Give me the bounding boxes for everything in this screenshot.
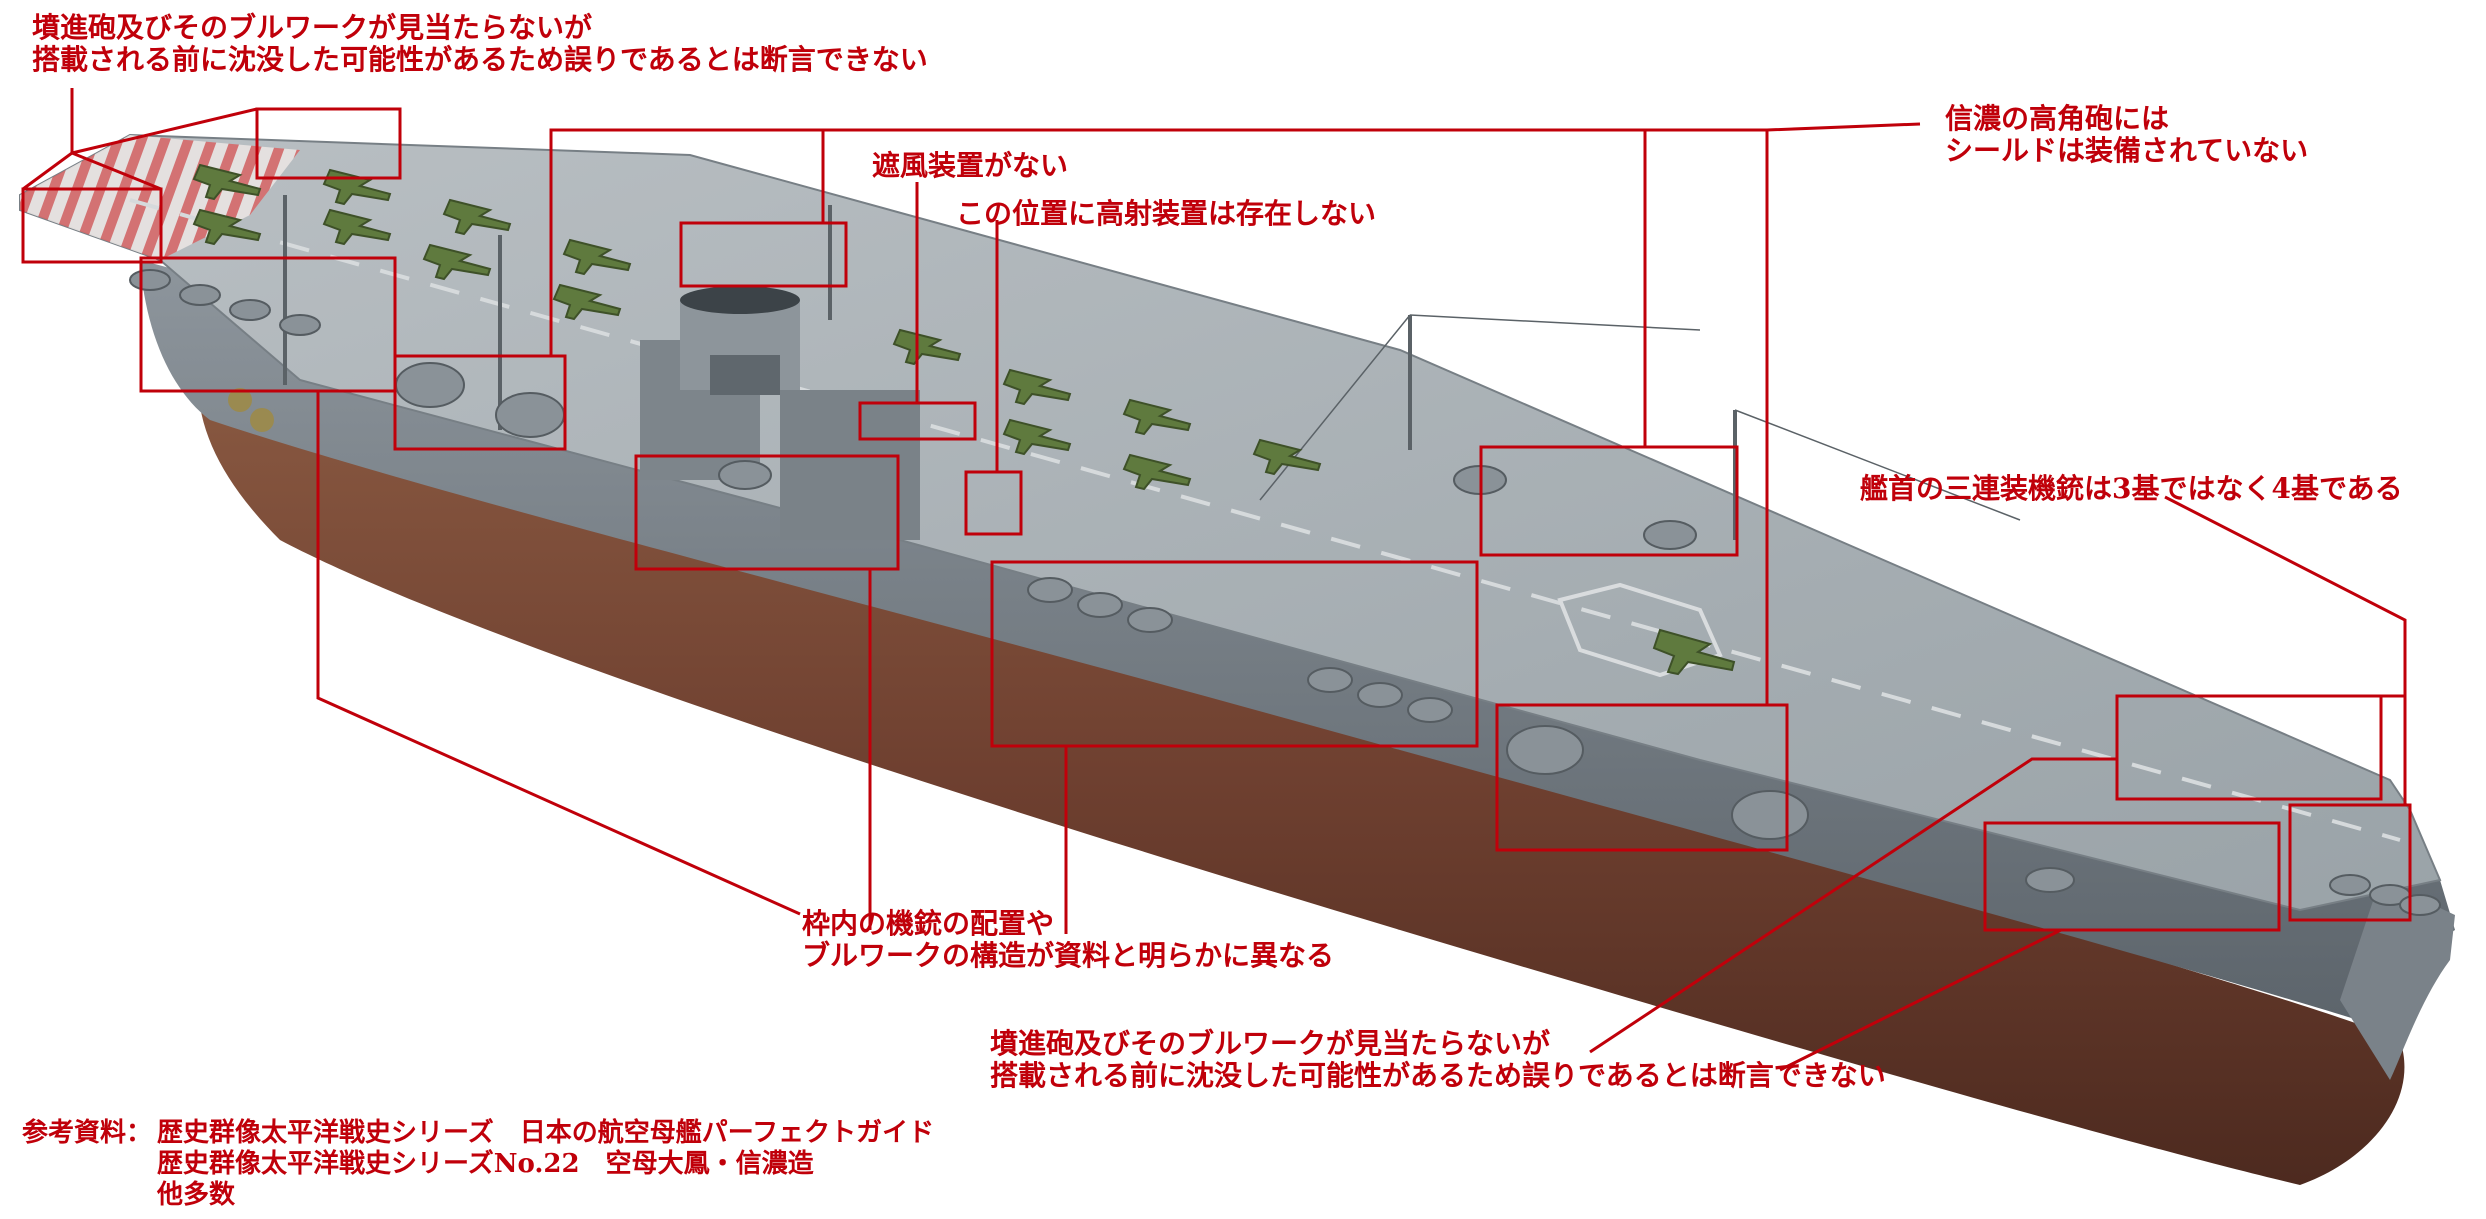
box-aa-fwd [1495,703,1789,852]
note-bow-rocket: 墳進砲及びそのブルワークが見当たらないが 搭載される前に沈没した可能性があるため… [990,1028,1886,1092]
box-stern-deck [21,187,163,264]
note-line: 遮風装置がない [872,149,1069,182]
reference-item: 歴史群像太平洋戦史シリーズ 日本の航空母艦パーフェクトガイド [157,1118,935,1148]
radio-masts [283,195,2021,540]
propeller [228,388,274,432]
box-fire-control [964,470,1023,536]
box-aa-fwd-top [1479,445,1739,557]
note-aa-shield: 信濃の高角砲には シールドは装備されていない [1945,103,2308,167]
reference-item: 歴史群像太平洋戦史シリーズNo.22 空母大鳳・信濃造 [157,1149,814,1179]
note-line: ブルワークの構造が資料と明らかに異なる [802,939,1335,972]
note-line: シールドは装備されていない [1945,134,2309,167]
note-fire-control: この位置に高射装置は存在しない [956,198,1376,230]
note-line: 墳進砲及びそのブルワークが見当たらないが [990,1027,1551,1060]
box-aa-stern [393,354,567,451]
box-mid-guns [990,560,1479,748]
references: 参考資料：歴史群像太平洋戦史シリーズ 日本の航空母艦パーフェクトガイド 歴史群像… [22,1118,934,1211]
note-stern-rocket: 墳進砲及びそのブルワークが見当たらないが 搭載される前に沈没した可能性があるため… [32,12,928,76]
box-island-guns [634,454,900,571]
bow [2340,880,2455,1080]
note-bow-triple: 艦首の三連装機銃は3基ではなく4基である [1860,473,2403,505]
deck-marking [1557,582,1723,678]
carrier-ship-illustration [19,133,2455,1185]
note-line: 搭載される前に沈没した可能性があるため誤りであるとは断言できない [32,43,928,76]
leader-lines [22,88,2407,1072]
note-line: 艦首の三連装機銃は3基ではなく4基である [1860,472,2403,505]
references-label: 参考資料： [22,1118,153,1148]
box-stern-guns [139,256,397,393]
note-line: この位置に高射装置は存在しない [956,197,1377,230]
gun-mounts [129,269,2441,916]
box-aa-island [679,221,848,288]
box-bow-guns-upper [2115,694,2383,801]
zero-fighter-icons [192,163,1736,676]
note-mg-layout: 枠内の機銃の配置や ブルワークの構造が資料と明らかに異なる [802,908,1334,972]
box-bow-guns [1983,821,2281,932]
note-line: 枠内の機銃の配置や [802,907,1055,940]
reference-item: 他多数 [157,1180,236,1210]
box-bow-tip [2288,803,2412,922]
box-stern-aircraft [255,107,402,180]
note-line: 墳進砲及びそのブルワークが見当たらないが [32,11,593,44]
deck-centerline [129,198,2401,842]
note-wind-screen: 遮風装置がない [872,150,1068,182]
note-line: 搭載される前に沈没した可能性があるため誤りであるとは断言できない [990,1059,1886,1092]
note-line: 信濃の高角砲には [1945,102,2170,135]
